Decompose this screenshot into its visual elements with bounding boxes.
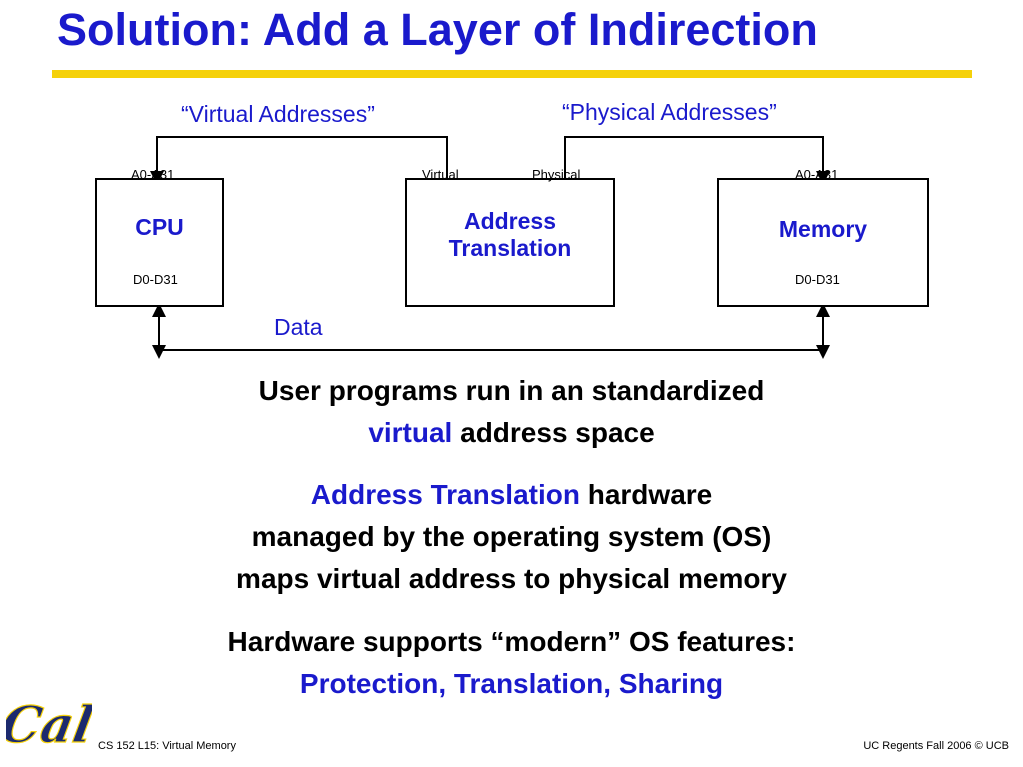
p2-rest: hardware <box>579 479 713 510</box>
p1-line1: User programs run in an standardized <box>258 375 765 406</box>
svg-text:Cal: Cal <box>6 695 92 754</box>
virtual-addresses-label: “Virtual Addresses” <box>181 101 375 127</box>
p2-line2: managed by the operating system (OS) <box>251 521 772 552</box>
memory-box: Memory <box>717 178 929 307</box>
p2-highlight: Address Translation <box>310 479 580 510</box>
footer-copyright: UC Regents Fall 2006 © UCB <box>863 740 1009 752</box>
data-bus-label: Data <box>274 314 323 340</box>
virtual-address-wire <box>150 136 448 185</box>
cpu-label: CPU <box>135 214 184 240</box>
memory-data-pins: D0-D31 <box>795 272 840 287</box>
address-translation-box: Address Translation <box>405 178 615 307</box>
slide-title: Solution: Add a Layer of Indirection <box>57 4 818 55</box>
p3-line1: Hardware supports “modern” OS features: <box>227 626 796 657</box>
address-translation-line2: Translation <box>448 235 572 261</box>
cpu-address-pins: A0-A31 <box>131 167 175 182</box>
cpu-data-pins: D0-D31 <box>133 272 178 287</box>
title-underline <box>52 70 972 78</box>
memory-label: Memory <box>778 216 868 242</box>
translator-virtual-port: Virtual <box>422 167 459 182</box>
p2-line1: Address Translation hardware <box>100 474 923 516</box>
paragraph-virtual-space: User programs run in an standardized vir… <box>100 370 923 454</box>
physical-addresses-label: “Physical Addresses” <box>562 99 777 125</box>
paragraph-address-translation: Address Translation hardware managed by … <box>100 474 923 600</box>
paragraph-os-features: Hardware supports “modern” OS features: … <box>100 621 923 705</box>
physical-address-wire <box>564 136 830 185</box>
memory-address-pins: A0-A31 <box>795 167 839 182</box>
p1-highlight: virtual <box>368 417 453 448</box>
address-translation-label: Address Translation <box>407 208 613 262</box>
data-bus-wire <box>152 303 830 351</box>
p2-line3: maps virtual address to physical memory <box>236 563 787 594</box>
cal-logo: Cal <box>6 695 92 755</box>
p1-rest: address space <box>452 417 655 448</box>
address-translation-line1: Address <box>463 208 557 234</box>
footer-course: CS 152 L15: Virtual Memory <box>98 740 236 752</box>
translator-physical-port: Physical <box>532 167 581 182</box>
cpu-box: CPU <box>95 178 224 307</box>
p3-line2: Protection, Translation, Sharing <box>299 668 724 699</box>
p1-line2: virtual address space <box>100 412 923 454</box>
